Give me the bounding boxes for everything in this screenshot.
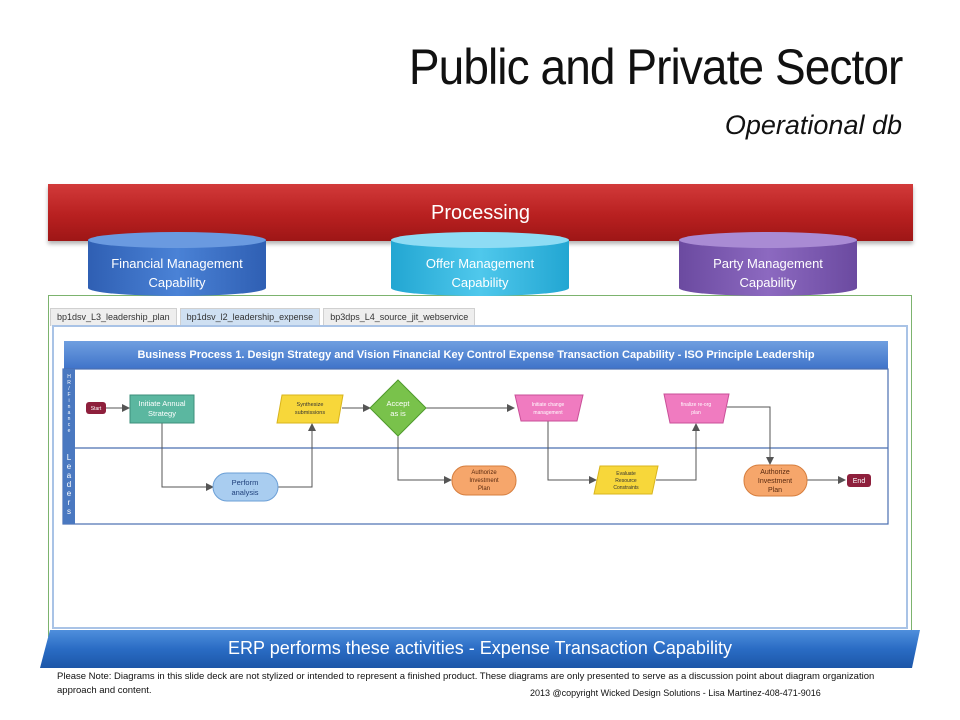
swimlane-container (62, 368, 889, 525)
task-label: Initiate Annual (138, 399, 185, 408)
lane-header-hr-finance (63, 369, 75, 448)
io-label: Evaluate (616, 471, 636, 477)
io-label: Synthesize (297, 402, 324, 408)
start-label: Start (91, 406, 102, 412)
task-label: finalize re-org (681, 402, 712, 408)
task-label: management (533, 410, 563, 416)
tab-source-jit-webservice[interactable]: bp3dps_L4_source_jit_webservice (323, 308, 476, 326)
connectors (106, 404, 846, 491)
task-label: analysis (231, 488, 258, 497)
task-initiate-change-management (514, 394, 584, 422)
copyright-text: 2013 @copyright Wicked Design Solutions … (530, 688, 821, 698)
capability-label: Offer Management (425, 256, 535, 271)
capability-label: Capability (451, 275, 509, 290)
task-authorize-investment-plan-1 (451, 465, 517, 496)
task-label: Investment (469, 478, 499, 484)
task-label: Plan (478, 486, 490, 492)
processing-bar (48, 184, 913, 241)
task-initiate-annual-strategy (129, 394, 195, 424)
task-label: Initiate change (532, 402, 565, 408)
task-perform-analysis (212, 472, 279, 502)
task-label: Plan (768, 487, 782, 494)
end-node (847, 474, 871, 487)
task-label: plan (691, 410, 701, 416)
task-label: Perform (232, 478, 259, 487)
tab-strip: bp1dsv_L3_leadership_plan bp1dsv_l2_lead… (50, 308, 478, 326)
io-evaluate-resource-constraints (593, 465, 659, 495)
lane-header-leaders (63, 448, 75, 524)
start-node (86, 402, 106, 414)
slide-subtitle: Operational db (724, 110, 902, 140)
decision-label: as is (390, 409, 406, 418)
tab-leadership-expense[interactable]: bp1dsv_l2_leadership_expense (179, 308, 321, 326)
task-label: Authorize (471, 470, 497, 476)
capability-label: Capability (739, 275, 797, 290)
end-label: End (853, 478, 866, 485)
slide-title: Public and Private Sector (408, 39, 903, 95)
task-label: Authorize (760, 469, 790, 476)
capability-label: Financial Management (111, 256, 243, 271)
capability-financial-management: Financial Management Capability (88, 232, 266, 304)
capability-party-management: Party Management Capability (679, 232, 857, 304)
io-label: submissions (295, 410, 326, 416)
tab-leadership-plan[interactable]: bp1dsv_L3_leadership_plan (50, 308, 177, 326)
erp-bar-label: ERP performs these activities - Expense … (228, 638, 732, 658)
capability-label: Capability (148, 275, 206, 290)
processing-label: Processing (431, 202, 530, 224)
capability-offer-management: Offer Management Capability (391, 232, 569, 304)
task-label: Investment (758, 478, 792, 485)
io-synthesize-submissions (276, 394, 344, 424)
task-finalize-reorg-plan (663, 393, 730, 424)
decision-accept-as-is (369, 379, 427, 437)
disclaimer-note: Please Note: Diagrams in this slide deck… (57, 671, 875, 696)
capability-label: Party Management (713, 256, 823, 271)
io-label: Constraints (613, 485, 639, 491)
task-label: Strategy (148, 409, 176, 418)
erp-bar (40, 630, 920, 668)
process-header: Business Process 1. Design Strategy and … (64, 341, 888, 369)
io-label: Resource (615, 478, 637, 484)
decision-label: Accept (387, 399, 411, 408)
task-authorize-investment-plan-2 (743, 464, 808, 497)
